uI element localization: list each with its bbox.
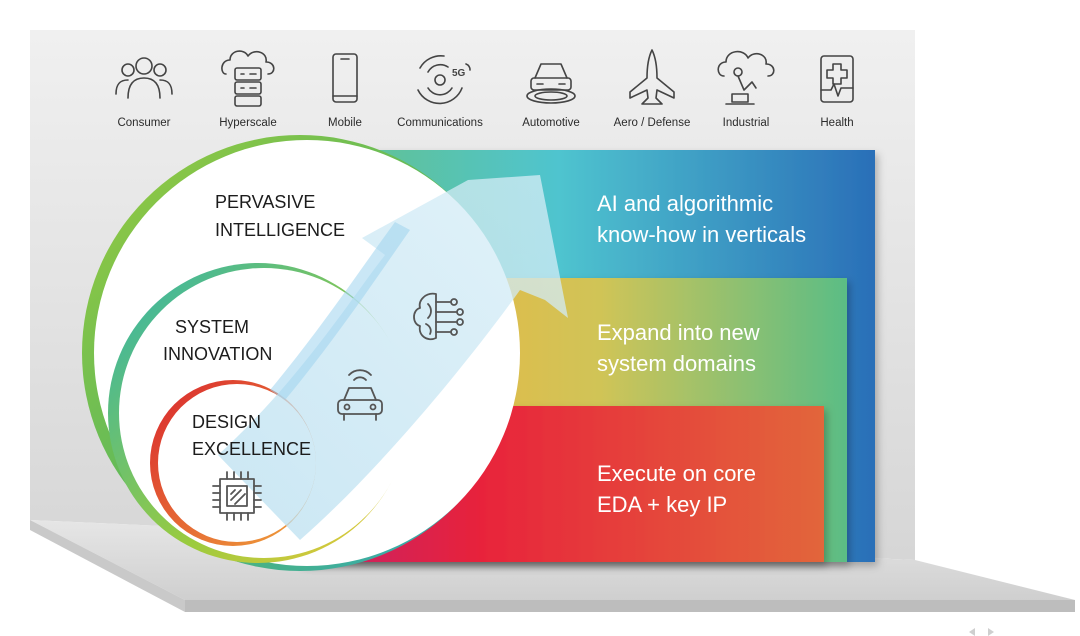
ring-middle-line1: SYSTEM <box>175 317 249 337</box>
svg-text:5G: 5G <box>452 68 466 79</box>
industry-label: Health <box>820 117 853 129</box>
band-bottom-line1: Execute on core <box>597 461 756 486</box>
robot-arm-cloud-icon <box>717 50 775 105</box>
floor-edge <box>185 600 1075 612</box>
ring-labels: PERVASIVE INTELLIGENCE SYSTEM INNOVATION… <box>163 192 345 459</box>
smartphone-icon <box>332 53 358 103</box>
industry-label: Mobile <box>328 117 362 129</box>
band-bottom-line2: EDA + key IP <box>597 492 727 517</box>
industry-label: Hyperscale <box>219 117 277 129</box>
band-top-line1: AI and algorithmic <box>597 191 773 216</box>
industry-label: Consumer <box>117 117 170 129</box>
prev-arrow-icon <box>969 628 975 636</box>
next-arrow-icon <box>988 628 994 636</box>
band-middle-line2: system domains <box>597 351 756 376</box>
ring-outer-line1: PERVASIVE <box>215 192 315 212</box>
ring-outer-line2: INTELLIGENCE <box>215 220 345 240</box>
ring-middle-line2: INNOVATION <box>163 344 272 364</box>
band-middle-line1: Expand into new <box>597 320 760 345</box>
industry-label: Communications <box>397 117 483 129</box>
connected-car-icon <box>337 369 383 421</box>
industry-label: Aero / Defense <box>614 117 691 129</box>
industry-label: Industrial <box>723 117 770 129</box>
chip-icon <box>212 471 262 521</box>
brain-circuit-icon <box>413 292 464 341</box>
band-top-line2: know-how in verticals <box>597 222 806 247</box>
industry-label: Automotive <box>522 117 580 129</box>
people-icon <box>115 57 173 99</box>
5g-signal-icon: 5G <box>417 55 471 105</box>
industries-row: 5G Consumer <box>115 49 854 129</box>
ring-inner-line2: EXCELLENCE <box>192 439 311 459</box>
cloud-server-icon <box>221 50 275 107</box>
ring-inner-line1: DESIGN <box>192 412 261 432</box>
car-icon <box>526 63 576 104</box>
medical-tablet-icon <box>820 55 854 103</box>
growth-arrow <box>218 175 568 540</box>
slide-nav <box>969 628 994 636</box>
jet-icon <box>629 49 675 105</box>
floor-left-edge <box>30 520 185 612</box>
growth-arrow-stripe <box>270 222 410 400</box>
industry-labels: Consumer Hyperscale Mobile Communication… <box>117 117 853 129</box>
